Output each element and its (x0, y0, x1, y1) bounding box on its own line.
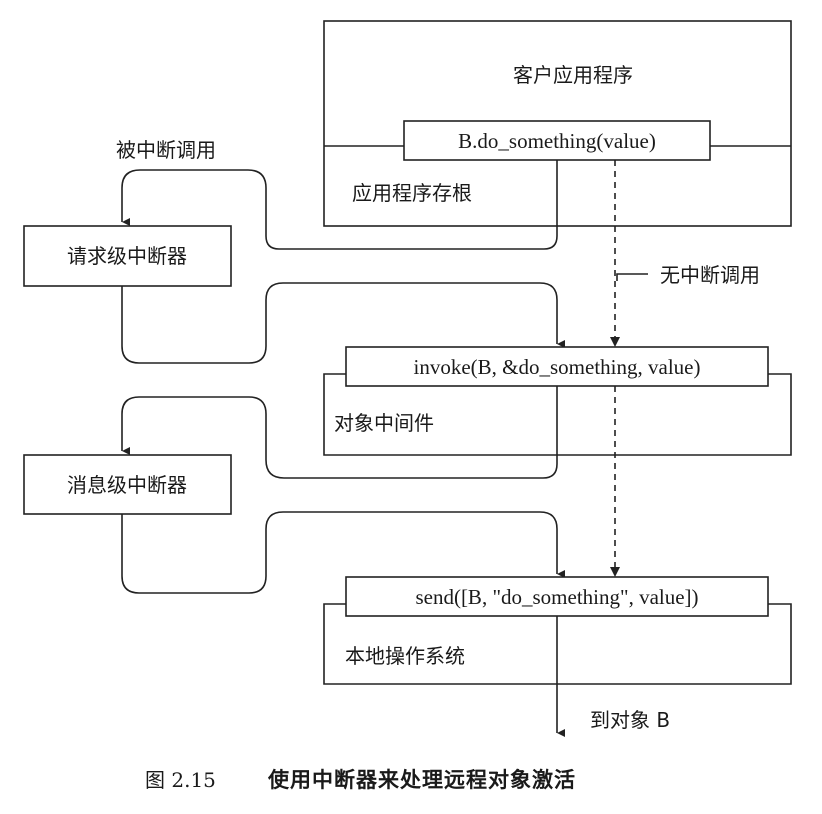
middleware-to-message-interceptor-path (121, 386, 558, 479)
request-interceptor-label: 请求级中断器 (67, 244, 187, 268)
application-stub-label: 应用程序存根 (352, 181, 472, 205)
figure-title: 使用中断器来处理远程对象激活 (267, 767, 576, 792)
figure-number: 图 2.15 (145, 768, 216, 792)
interrupted-call-label: 被中断调用 (116, 138, 216, 162)
os-call-label: send([B, "do_something", value]) (415, 585, 698, 609)
message-interceptor-box (23, 454, 232, 515)
request-interceptor: 请求级中断器 (23, 225, 232, 287)
no-interrupt-leader-line (616, 273, 648, 281)
client-call-frame (403, 120, 711, 161)
local-os-label: 本地操作系统 (345, 644, 465, 668)
client-call-box: B.do_something(value) (403, 120, 711, 161)
to-object-label: 到对象 B (590, 708, 670, 732)
middleware-call-frame (345, 346, 769, 387)
message-interceptor: 消息级中断器 (23, 454, 232, 515)
client-application-title: 客户应用程序 (513, 63, 633, 87)
request-interceptor-to-middleware-path (121, 282, 565, 364)
figure-caption: 图 2.15 使用中断器来处理远程对象激活 (145, 767, 576, 792)
request-interceptor-box (23, 225, 232, 287)
message-interceptor-label: 消息级中断器 (67, 473, 187, 497)
message-interceptor-to-os-path (121, 511, 565, 594)
object-middleware-label: 对象中间件 (334, 411, 434, 435)
middleware-call-label: invoke(B, &do_something, value) (414, 355, 701, 379)
no-interrupt-arrowhead-1 (610, 337, 620, 347)
client-call-label: B.do_something(value) (458, 129, 656, 153)
no-interrupt-arrowhead-2 (610, 567, 620, 577)
interrupted-call-path (121, 160, 558, 250)
os-call-box: send([B, "do_something", value]) (345, 576, 769, 617)
no-interrupt-call-label: 无中断调用 (660, 263, 760, 287)
middleware-call-box: invoke(B, &do_something, value) (345, 346, 769, 387)
